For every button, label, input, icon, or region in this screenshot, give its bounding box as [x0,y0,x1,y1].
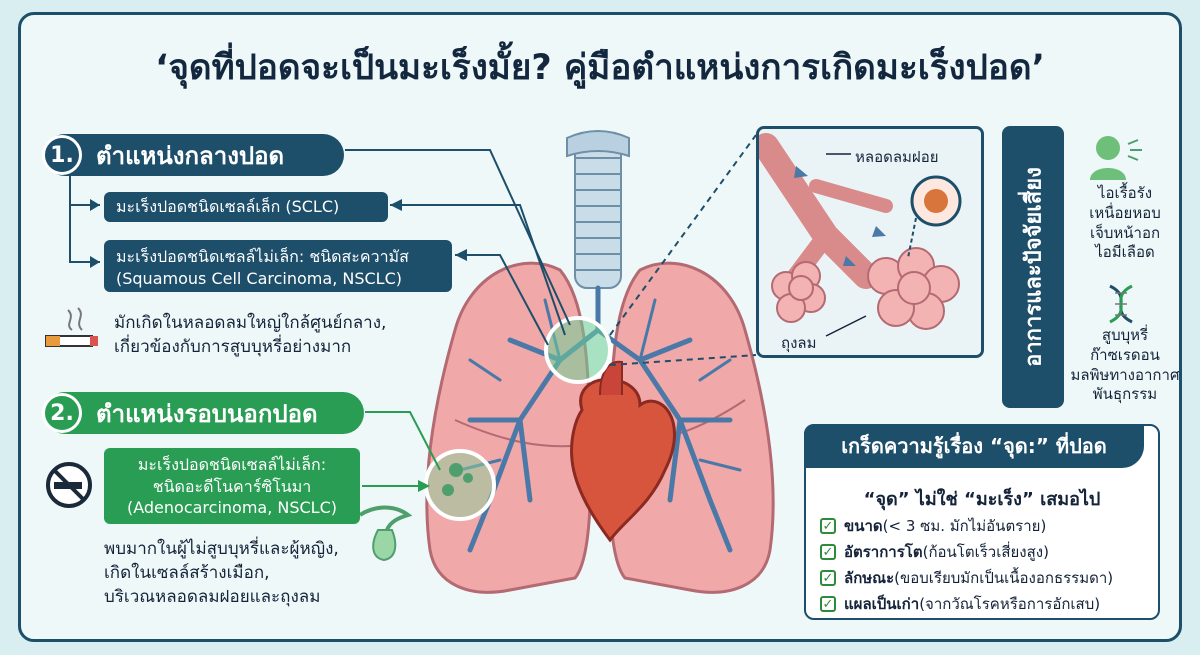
section-1-note-line2: เกี่ยวข้องกับการสูบบุหรี่อย่างมาก [114,336,352,357]
dna-icon [1109,284,1133,324]
section-1-note: มักเกิดในหลอดลมใหญ่ใกล้ศูนย์กลาง, เกี่ยว… [114,312,386,360]
fact-item-detail: (จากวัณโรคหรือการอักเสบ) [919,595,1101,613]
symptom-item: เจ็บหน้าอก [1089,223,1161,242]
risk-item: ก๊าซเรดอน [1090,345,1160,364]
central-highlight [544,316,612,384]
fact-box-heading: เกร็ดความรู้เรื่อง “จุด:” ที่ปอด [804,424,1144,468]
sclc-box: มะเร็งปอดชนิดเซลล์เล็ก (SCLC) [104,192,388,222]
no-smoking-icon [46,462,92,508]
section-1-title: ตำแหน่งกลางปอด [96,141,285,170]
checkbox-icon: ✓ [820,596,836,612]
bronchiole-label: หลอดลมฝอย [855,148,939,166]
heart [570,360,676,543]
alveoli-label: ถุงลม [781,334,817,352]
left-lung [425,261,593,594]
section-2-note-line3: บริเวณหลอดลมฝอยและถุงลม [104,586,321,607]
fact-item-title: ลักษณะ [844,569,895,587]
trachea [566,130,630,289]
squamous-label: มะเร็งปอดชนิดเซลล์ไม่เล็ก: ชนิดสะความัส [116,247,409,266]
symptom-item: ไอมีเลือด [1095,243,1155,262]
coughing-person-icon [1090,136,1142,180]
fact-item-title: แผลเป็นเก่า [844,595,920,613]
bronchial-tree [458,285,742,553]
symptoms-list: ไอเรื้อรัง เหนื่อยหอบ เจ็บหน้าอก ไอมีเลื… [1070,184,1180,263]
section-1-number: 1. [42,135,82,175]
section-2-heading: 2. ตำแหน่งรอบนอกปอด [42,392,364,434]
fact-item-detail: (ก้อนโตเร็วเสี่ยงสูง) [922,543,1049,561]
checkbox-icon: ✓ [820,544,836,560]
section-2-title: ตำแหน่งรอบนอกปอด [96,399,318,428]
adenocarcinoma-box: มะเร็งปอดชนิดเซลล์ไม่เล็ก: ชนิดอะดีโนคาร… [104,448,360,524]
symptoms-risk-label: อาการและปัจจัยเสี่ยง [1021,167,1047,367]
fact-item: ✓ อัตราการโต (ก้อนโตเร็วเสี่ยงสูง) [820,540,1049,564]
symptoms-risk-band: อาการและปัจจัยเสี่ยง [1002,126,1064,408]
section-1-note-line1: มักเกิดในหลอดลมใหญ่ใกล้ศูนย์กลาง, [114,313,387,333]
page-title: ‘จุดที่ปอดจะเป็นมะเร็งมั้ย? คู่มือตำแหน่… [155,48,1045,88]
fact-item: ✓ ขนาด (< 3 ซม. มักไม่อันตราย) [820,514,1046,538]
fact-item: ✓ ลักษณะ (ขอบเรียบมักเป็นเนื้องอกธรรมดา) [820,566,1113,590]
risk-item: สูบบุหรี่ [1101,326,1149,344]
adenocarcinoma-type: ชนิดอะดีโนคาร์ซิโนมา [152,476,312,496]
risk-factors-list: สูบบุหรี่ ก๊าซเรดอน มลพิษทางอากาศ พันธุก… [1070,326,1180,405]
alveoli-cluster-right [867,247,960,330]
symptom-item: เหนื่อยหอบ [1089,203,1161,222]
alveoli-cluster-left [771,261,826,323]
risk-item: มลพิษทางอากาศ [1070,365,1180,384]
fact-item: ✓ แผลเป็นเก่า (จากวัณโรคหรือการอักเสบ) [820,592,1100,616]
section-2-number: 2. [42,393,82,433]
squamous-sublabel: (Squamous Cell Carcinoma, NSCLC) [116,268,402,288]
checkbox-icon: ✓ [820,570,836,586]
fact-item-detail: (< 3 ซม. มักไม่อันตราย) [882,517,1047,535]
cigarette-icon [45,307,98,347]
squamous-box: มะเร็งปอดชนิดเซลล์ไม่เล็ก: ชนิดสะความัส … [104,240,452,292]
section-2-note-line2: เกิดในเซลล์สร้างเมือก, [104,562,270,583]
checkbox-icon: ✓ [820,518,836,534]
mucus-gland-icon [358,505,413,562]
fact-box: เกร็ดความรู้เรื่อง “จุด:” ที่ปอด “จุด” ไ… [804,424,1160,620]
fact-box-subheading: “จุด” ไม่ใช่ “มะเร็ง” เสมอไป [863,489,1101,510]
risk-item: พันธุกรรม [1092,385,1158,404]
zoom-inset: หลอดลมฝอย ถุงลม [756,126,984,358]
fact-item-title: อัตราการโต [844,543,923,561]
fact-item-title: ขนาด [844,517,883,535]
sclc-label: มะเร็งปอดชนิดเซลล์เล็ก (SCLC) [116,197,340,216]
adenocarcinoma-sublabel: (Adenocarcinoma, NSCLC) [126,498,338,518]
section-2-note: พบมากในผู้ไม่สูบบุหรี่และผู้หญิง, เกิดใน… [104,538,339,609]
symptom-item: ไอเรื้อรัง [1097,184,1153,202]
adenocarcinoma-label: มะเร็งปอดชนิดเซลล์ไม่เล็ก: [137,455,327,474]
bronchiole-alveoli-illustration [759,129,981,355]
fact-item-detail: (ขอบเรียบมักเป็นเนื้องอกธรรมดา) [894,569,1114,587]
section-2-note-line1: พบมากในผู้ไม่สูบบุหรี่และผู้หญิง, [104,539,339,559]
section-1-heading: 1. ตำแหน่งกลางปอด [42,134,344,176]
